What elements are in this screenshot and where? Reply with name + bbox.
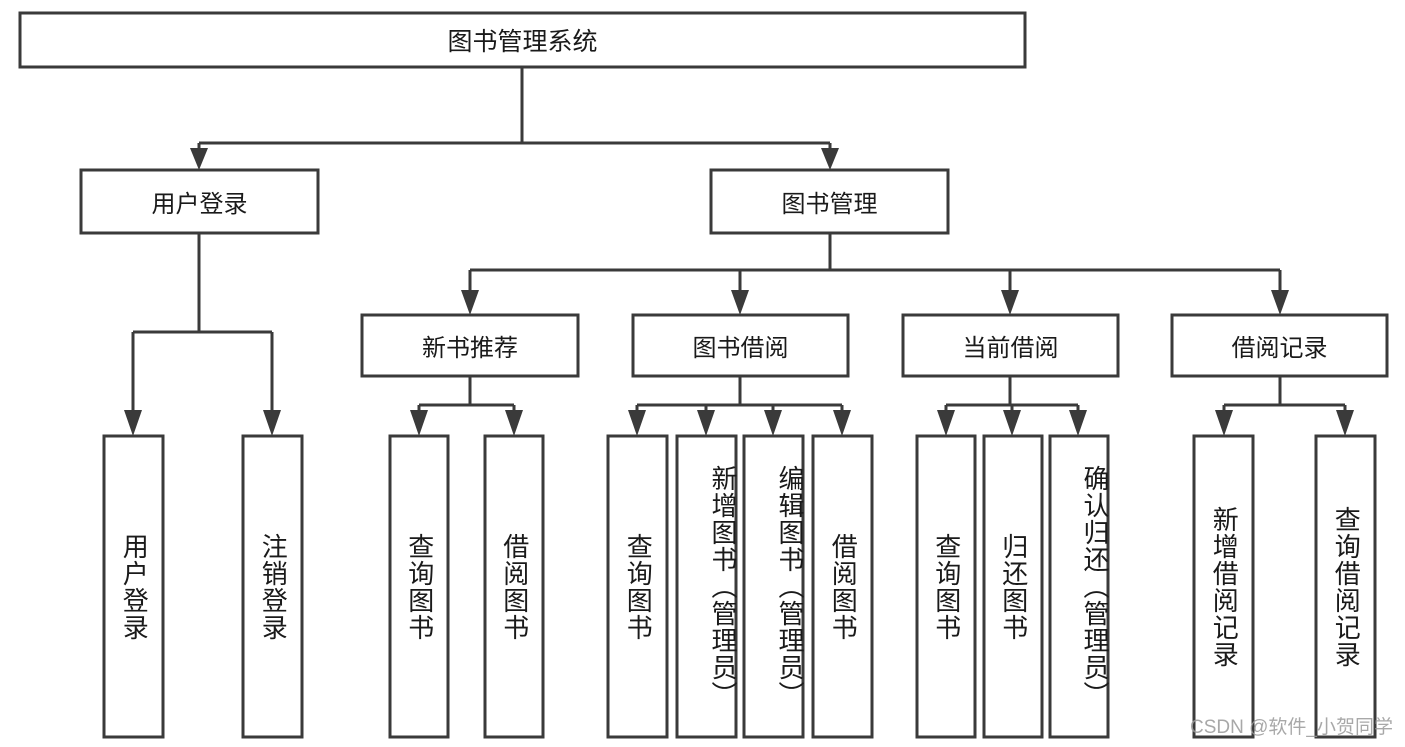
arrowhead-leaf-query-record [1336,410,1354,436]
arrowhead-current-borrow [1001,290,1019,315]
arrowhead-leaf-user-login [124,410,142,436]
arrowhead-leaf-add-record [1215,410,1233,436]
node-box-leaf-query-book-1[interactable] [388,434,450,739]
node-box-root[interactable] [18,11,1027,69]
node-box-borrow-record[interactable] [1170,313,1389,378]
arrowhead-borrow-record [1271,290,1289,315]
node-box-leaf-query-record[interactable] [1314,434,1377,739]
node-box-leaf-user-login[interactable] [102,434,165,739]
arrowhead-leaf-return-book [1003,410,1021,436]
arrowhead-leaf-query-book-1 [410,410,428,436]
connector-group-current-borrow [937,376,1087,436]
node-box-leaf-borrow-book-1[interactable] [483,434,545,739]
connector-group-book-management [461,233,1289,315]
connector-group-user-login [124,233,281,436]
arrowhead-user-login [190,148,208,170]
node-box-leaf-query-book-3[interactable] [915,434,977,739]
arrowhead-leaf-add-book [697,410,715,436]
arrowhead-leaf-query-book-3 [937,410,955,436]
arrowhead-leaf-borrow-book-1 [505,410,523,436]
arrowhead-leaf-borrow-book-2 [833,410,851,436]
arrowhead-leaf-confirm-return [1069,410,1087,436]
watermark-text: CSDN @软件_小贺同学 [1190,717,1393,738]
arrowhead-book-borrow [731,290,749,315]
node-box-book-borrow[interactable] [631,313,850,378]
node-box-leaf-query-book-2[interactable] [606,434,669,739]
node-box-new-book-recommend[interactable] [360,313,580,378]
arrowhead-leaf-edit-book [764,410,782,436]
node-box-leaf-add-book[interactable] [675,434,738,739]
node-box-leaf-user-logout[interactable] [241,434,304,739]
arrowhead-leaf-query-book-2 [628,410,646,436]
arrowhead-new-book-recommend [461,290,479,315]
node-box-leaf-add-record[interactable] [1192,434,1255,739]
arrowhead-leaf-user-logout [263,410,281,436]
connector-group-root [190,67,839,170]
connector-group-borrow-record [1215,376,1354,436]
node-box-user-login[interactable] [79,168,320,235]
connector-group-new-book-recommend [410,376,523,436]
node-box-leaf-borrow-book-2[interactable] [811,434,874,739]
node-box-leaf-return-book[interactable] [982,434,1044,739]
arrowhead-book-management [821,148,839,170]
connector-group-book-borrow [628,376,851,436]
node-box-leaf-confirm-return[interactable] [1048,434,1110,739]
node-box-book-management[interactable] [709,168,950,235]
node-box-leaf-edit-book[interactable] [742,434,805,739]
node-box-current-borrow[interactable] [901,313,1120,378]
